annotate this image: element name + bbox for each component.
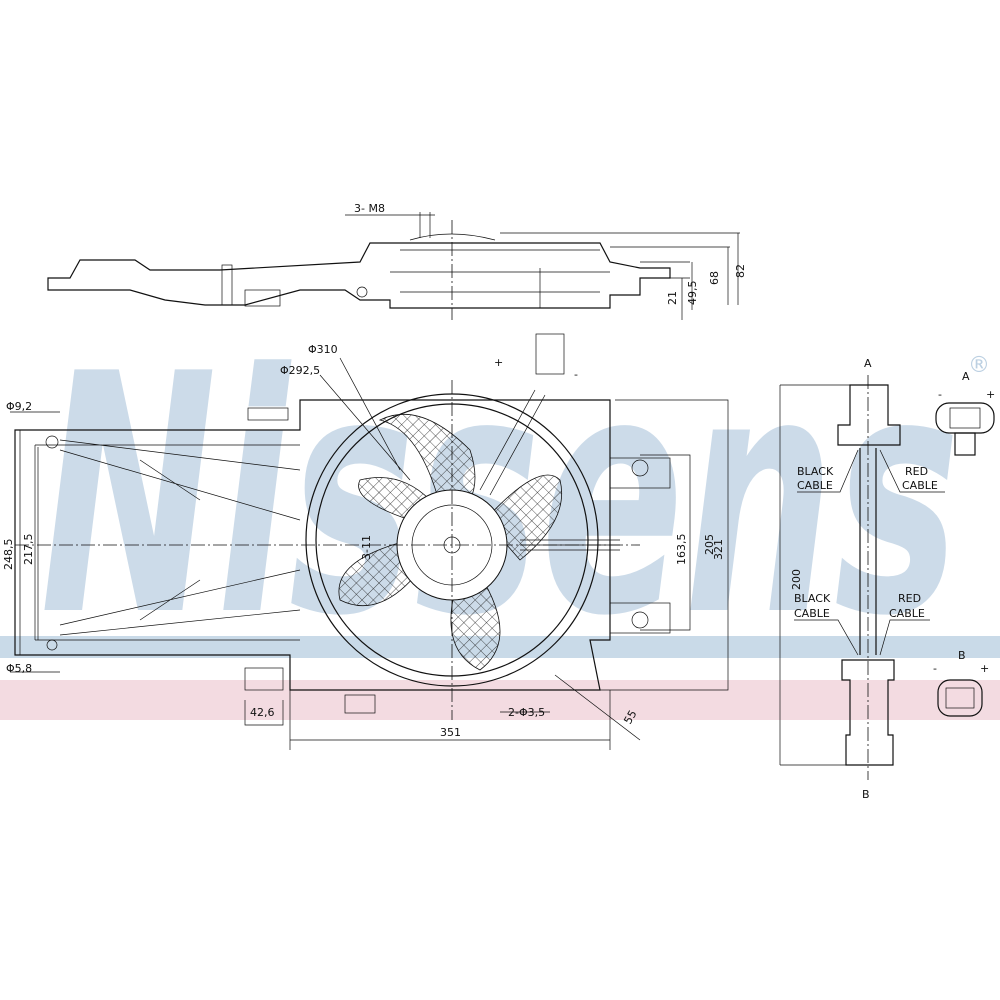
diameter-292-5: Φ292,5	[280, 364, 320, 377]
connector-b-label: B	[958, 649, 966, 662]
plus-terminal: +	[494, 356, 503, 369]
diameter-310: Φ310	[308, 343, 338, 356]
dim-21: 21	[666, 291, 679, 305]
watermark-blue-band	[0, 636, 1000, 658]
red-cable-bottom-1: RED	[898, 592, 921, 605]
hole-5-8: Φ5,8	[6, 662, 32, 675]
front-view: Φ310 Φ292,5 Φ9,2 Φ5,8 248,5 217,5 3-11 1…	[2, 333, 729, 750]
connector-b-plus: +	[980, 662, 989, 675]
holes-label: 2-Φ3,5	[508, 706, 545, 719]
red-cable-top-1: RED	[905, 465, 928, 478]
dim-205: 205	[703, 534, 716, 555]
minus-terminal: -	[574, 368, 578, 381]
black-cable-bottom-2: CABLE	[794, 607, 830, 620]
end-a-label: A	[864, 357, 872, 370]
dim-49-5: 49,5	[686, 281, 699, 306]
connector-a: A - +	[935, 370, 995, 456]
dim-351: 351	[440, 726, 461, 739]
dim-42-6: 42,6	[250, 706, 275, 719]
hole-9-2: Φ9,2	[6, 400, 32, 413]
watermark-red-band	[0, 680, 1000, 720]
dim-163-5: 163,5	[675, 534, 688, 566]
cable-view: A B 200 BLACK CABLE RED CABLE BLACK CABL…	[779, 357, 995, 801]
black-cable-top-2: CABLE	[797, 479, 833, 492]
dim-55: 55	[621, 708, 639, 727]
connector-a-plus: +	[986, 388, 995, 401]
dim-248-5: 248,5	[2, 539, 15, 571]
red-cable-top-2: CABLE	[902, 479, 938, 492]
connector-b-minus: -	[933, 662, 937, 675]
center-label: 3-11	[360, 535, 373, 560]
watermark: Nissens ®	[0, 304, 1000, 720]
connector-a-minus: -	[938, 388, 942, 401]
length-200: 200	[790, 569, 803, 590]
thread-label: 3- M8	[354, 202, 385, 215]
end-b-label: B	[862, 788, 870, 801]
black-cable-bottom-1: BLACK	[794, 592, 831, 605]
dim-82: 82	[734, 264, 747, 278]
dim-68: 68	[708, 271, 721, 285]
top-view: 3- M8 82 68 49,5 21	[47, 202, 747, 320]
red-cable-bottom-2: CABLE	[889, 607, 925, 620]
connector-a-label: A	[962, 370, 970, 383]
dim-217-5: 217,5	[22, 534, 35, 566]
watermark-brand: Nissens	[40, 304, 960, 688]
black-cable-top-1: BLACK	[797, 465, 834, 478]
connector-b: B - +	[933, 649, 989, 717]
dim-321: 321	[712, 539, 725, 560]
registered-mark: ®	[968, 353, 990, 378]
